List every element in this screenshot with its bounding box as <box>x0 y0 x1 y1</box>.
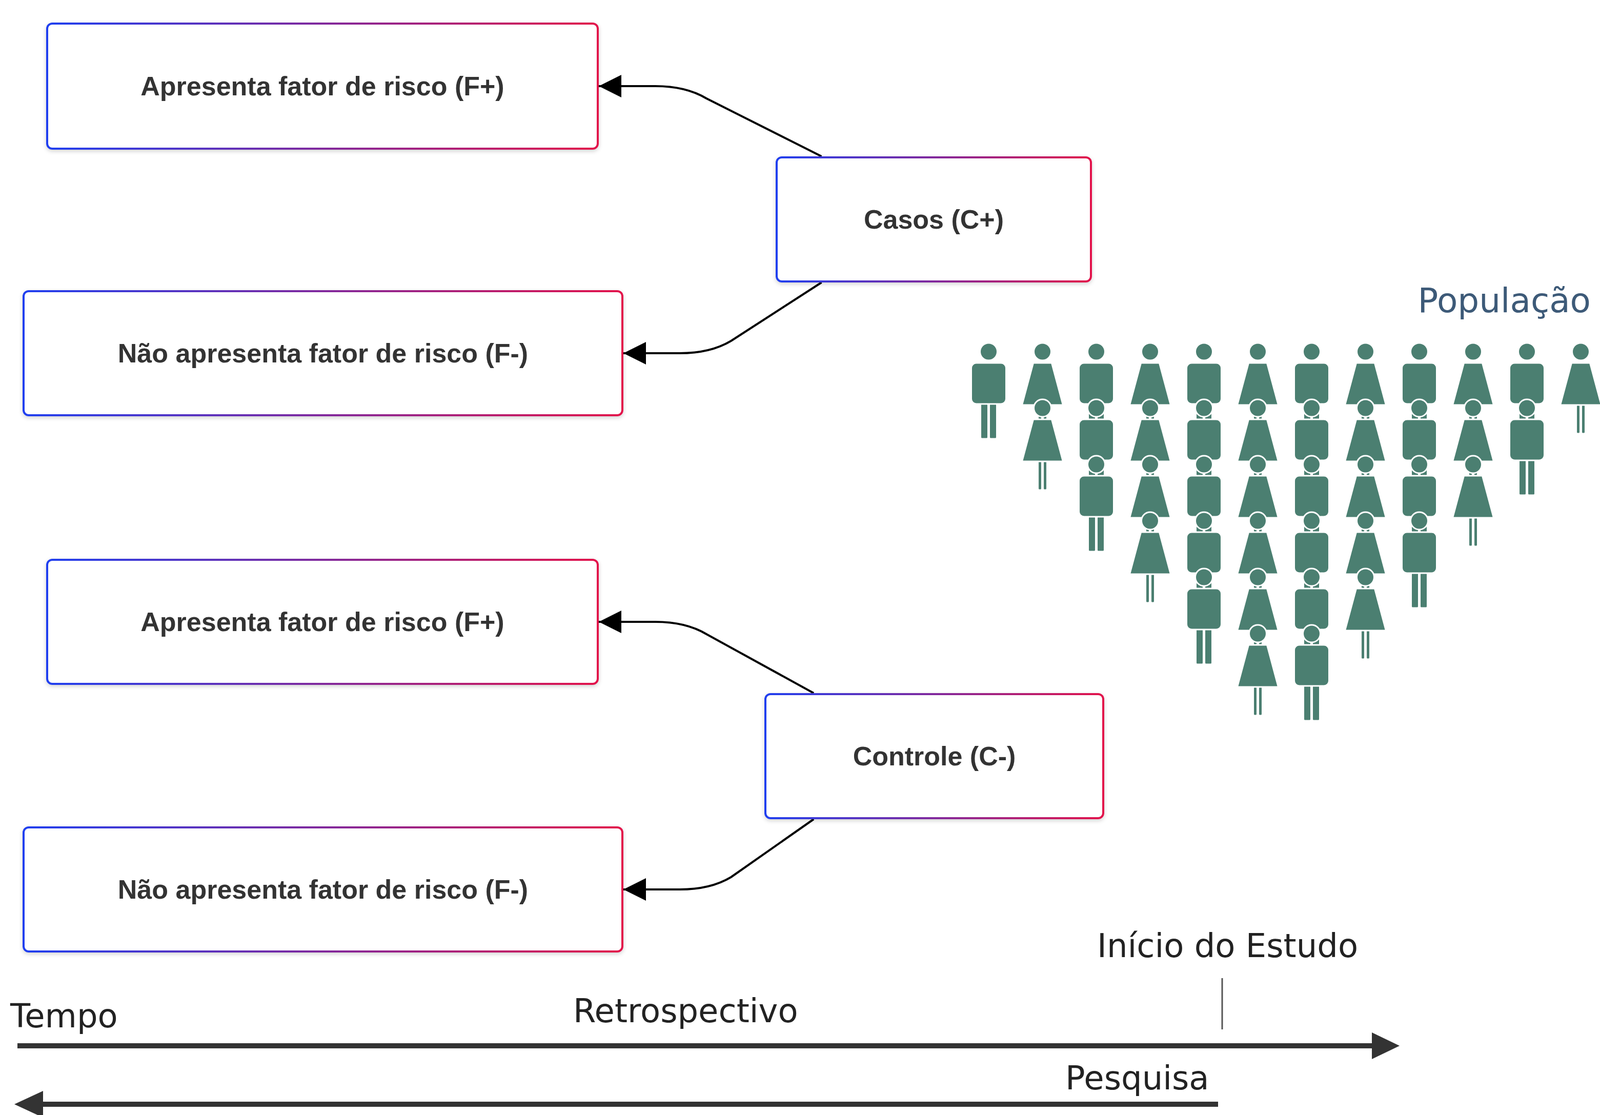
process-box: Não apresenta fator de risco (F-) <box>22 290 624 417</box>
connector-arrow <box>623 819 814 890</box>
connector-arrow <box>598 86 822 157</box>
axis-label: Início do Estudo <box>1097 926 1359 965</box>
study-start-tick <box>1221 978 1224 1030</box>
process-box: Apresenta fator de risco (F+) <box>46 558 599 685</box>
woman-icon <box>1345 568 1387 660</box>
research-arrowhead <box>14 1090 44 1115</box>
woman-icon <box>1129 512 1171 603</box>
woman-icon <box>1237 624 1279 716</box>
axis-label: Pesquisa <box>1065 1059 1210 1098</box>
man-icon <box>1509 399 1545 496</box>
population-label: População <box>1418 280 1591 321</box>
woman-icon <box>1560 342 1600 434</box>
process-box: Controle (C-) <box>764 693 1105 820</box>
man-icon <box>1294 624 1330 721</box>
woman-icon <box>1452 455 1494 547</box>
axis-label: Tempo <box>10 997 118 1036</box>
process-box: Não apresenta fator de risco (F-) <box>22 826 624 953</box>
box-label: Controle (C-) <box>853 740 1017 772</box>
time-axis <box>17 1043 1374 1049</box>
time-arrowhead <box>1371 1032 1400 1060</box>
man-icon <box>1186 568 1222 665</box>
man-icon <box>1079 455 1115 552</box>
connector-arrow <box>623 282 822 354</box>
axis-label: Retrospectivo <box>573 991 799 1030</box>
woman-icon <box>1022 399 1064 491</box>
research-axis <box>41 1101 1219 1107</box>
box-label: Apresenta fator de risco (F+) <box>140 70 504 102</box>
man-icon <box>1402 512 1437 609</box>
man-icon <box>971 342 1007 439</box>
box-label: Casos (C+) <box>863 204 1004 235</box>
box-label: Apresenta fator de risco (F+) <box>140 606 504 638</box>
box-label: Não apresenta fator de risco (F-) <box>117 337 529 369</box>
process-box: Casos (C+) <box>775 156 1092 283</box>
connector-arrow <box>598 621 814 694</box>
process-box: Apresenta fator de risco (F+) <box>46 22 599 150</box>
box-label: Não apresenta fator de risco (F-) <box>117 874 529 905</box>
